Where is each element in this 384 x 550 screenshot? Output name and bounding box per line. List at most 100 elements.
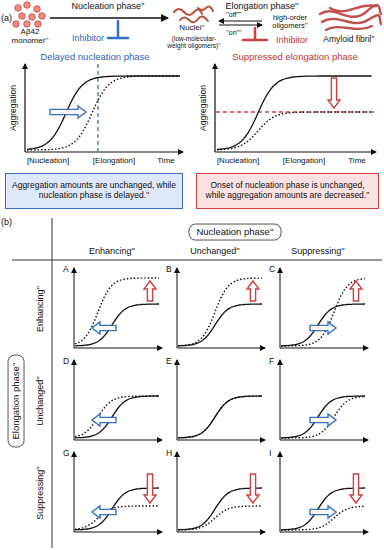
graph-axis [74, 532, 162, 533]
hollow-arrow [50, 106, 86, 118]
table-rule [12, 260, 382, 261]
hollow-arrow [310, 414, 336, 426]
label: Time [157, 157, 174, 166]
reaction-arrow [219, 24, 262, 25]
hollow-arrow [328, 78, 340, 108]
inhibitor-symbol [243, 28, 267, 40]
inhibitor-symbol [108, 21, 128, 38]
table-rule [52, 218, 53, 548]
graph-axis [177, 532, 265, 533]
panel-letter: D [63, 357, 69, 367]
graph-axis [177, 452, 178, 532]
solid-curve [281, 304, 365, 346]
fibril-drawing [320, 5, 381, 30]
label: Delayed nucleation phase [40, 52, 149, 63]
label: Time [348, 157, 365, 166]
panel-letter: I [269, 449, 271, 459]
header-box: Nucleation phase'' [188, 224, 281, 241]
graph-axis [280, 532, 368, 533]
reaction-arrow [50, 17, 168, 18]
dotted-curve [281, 279, 365, 346]
label: Enhancing'' [89, 246, 135, 256]
label: Suppressed elongation phase [232, 52, 358, 63]
solid-curve [281, 488, 365, 530]
hollow-arrow [144, 281, 156, 301]
label: [Elongation] [93, 157, 135, 166]
graph-axis [74, 452, 75, 532]
solid-curve [217, 76, 372, 150]
dotted-curve [178, 506, 262, 530]
hollow-arrow [247, 474, 259, 503]
label: (a) [1, 13, 12, 23]
hollow-arrow [247, 281, 259, 301]
label: Elongation phase'' [226, 1, 299, 11]
summary-box: Onset of nucleation phase is unchanged, … [196, 173, 379, 209]
panel-letter: G [63, 449, 70, 459]
dotted-curve [75, 278, 159, 344]
graph-axis [280, 348, 368, 349]
dotted-curve [281, 396, 365, 438]
label: Enhancing'' [35, 286, 45, 332]
label: Suppressing'' [35, 466, 45, 519]
solid-curve [178, 488, 262, 530]
graph-axis [280, 440, 368, 441]
box-text: Nucleation phase'' [196, 227, 273, 238]
dotted-curve [27, 76, 180, 150]
label: Suppressing'' [291, 246, 344, 256]
label: Unchanged'' [35, 376, 45, 425]
solid-curve [75, 304, 159, 346]
label: high-order oligomers'' [267, 14, 313, 31]
graph-axis [74, 440, 162, 441]
graph-axis [177, 360, 178, 440]
solid-curve [27, 76, 180, 149]
dotted-curve [178, 278, 262, 346]
dotted-curve [217, 112, 372, 150]
graph-axis [177, 440, 265, 441]
dotted-curve [75, 506, 159, 529]
label: (b) [1, 217, 12, 227]
graph-axis [280, 268, 281, 348]
label: "off"'' [226, 11, 241, 19]
hollow-arrow [350, 474, 362, 503]
dotted-curve [281, 506, 365, 530]
label: "on"'' [226, 29, 241, 37]
solid-curve [178, 396, 262, 438]
hollow-arrow [92, 322, 116, 334]
graph-axis [280, 452, 281, 532]
graph-axis [177, 268, 178, 348]
label: Unchanged'' [190, 246, 239, 256]
summary-box: Aggregation amounts are unchanged, while… [5, 173, 183, 209]
solid-curve [281, 396, 365, 438]
nuclei-drawing [174, 7, 213, 23]
dotted-curve [75, 396, 159, 437]
label: Nuclei'' [179, 24, 204, 33]
dashed-line [216, 111, 374, 112]
box-text: Elongation phase'' [11, 362, 22, 439]
hollow-arrow [310, 506, 336, 518]
solid-curve [75, 396, 159, 438]
graph-axes [25, 64, 376, 152]
label: [Elongation] [283, 157, 325, 166]
box-text: Aggregation amounts are unchanged, while… [11, 181, 177, 201]
monomer-dots [13, 2, 46, 28]
label: (low-molecular-weight oligomers)'' [163, 35, 225, 50]
panel-letter: A [63, 265, 69, 275]
panel-letter: B [166, 265, 172, 275]
panel-letter: E [166, 357, 172, 367]
header-box: Elongation phase'' [8, 354, 25, 447]
hollow-arrow [92, 506, 116, 518]
hollow-arrow [144, 474, 156, 503]
graph-axis [74, 268, 75, 348]
solid-curve [178, 304, 262, 346]
label: Aβ42 monomer'' [7, 28, 53, 46]
hollow-arrow [310, 322, 336, 334]
label: Aggregation [199, 85, 209, 131]
label: Nucleation phase'' [72, 1, 145, 11]
solid-curve [75, 488, 159, 530]
graph-axis [74, 360, 75, 440]
graph-axis [280, 360, 281, 440]
label: [Nucleation] [217, 157, 259, 166]
hollow-arrow [92, 414, 116, 426]
label: Inhibitor [72, 33, 104, 43]
